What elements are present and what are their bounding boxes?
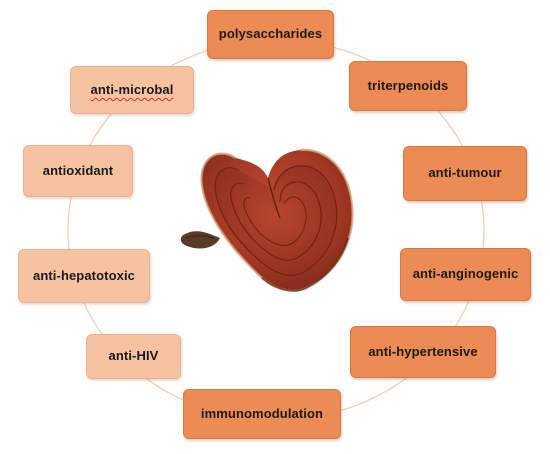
polysaccharides-label: polysaccharides [218,26,323,42]
immunomodulation-box: immunomodulation [183,389,341,439]
polysaccharides-box: polysaccharides [207,10,334,59]
anti-hiv-box: anti-HIV [86,334,181,379]
anti-microbal-label: anti-microbal [90,81,174,97]
anti-hepatotoxic-box: anti-hepatotoxic [18,249,150,303]
immunomodulation-label: immunomodulation [200,405,324,421]
anti-microbal-box: anti-microbal [70,66,194,114]
anti-anginogenic-box: anti-anginogenic [400,248,531,301]
anti-anginogenic-label: anti-anginogenic [412,266,519,282]
anti-hepatotoxic-label: anti-hepatotoxic [33,267,135,283]
reishi-mushroom-image [180,148,354,292]
anti-hypertensive-label: anti-hypertensive [368,343,478,359]
triterpenoids-label: triterpenoids [367,77,449,93]
anti-tumour-label: anti-tumour [428,165,502,181]
antioxidant-label: antioxidant [42,162,114,178]
anti-hiv-label: anti-HIV [108,348,159,364]
anti-hypertensive-box: anti-hypertensive [350,326,496,378]
antioxidant-box: antioxidant [23,145,133,197]
anti-tumour-box: anti-tumour [403,146,527,201]
triterpenoids-box: triterpenoids [349,61,467,111]
